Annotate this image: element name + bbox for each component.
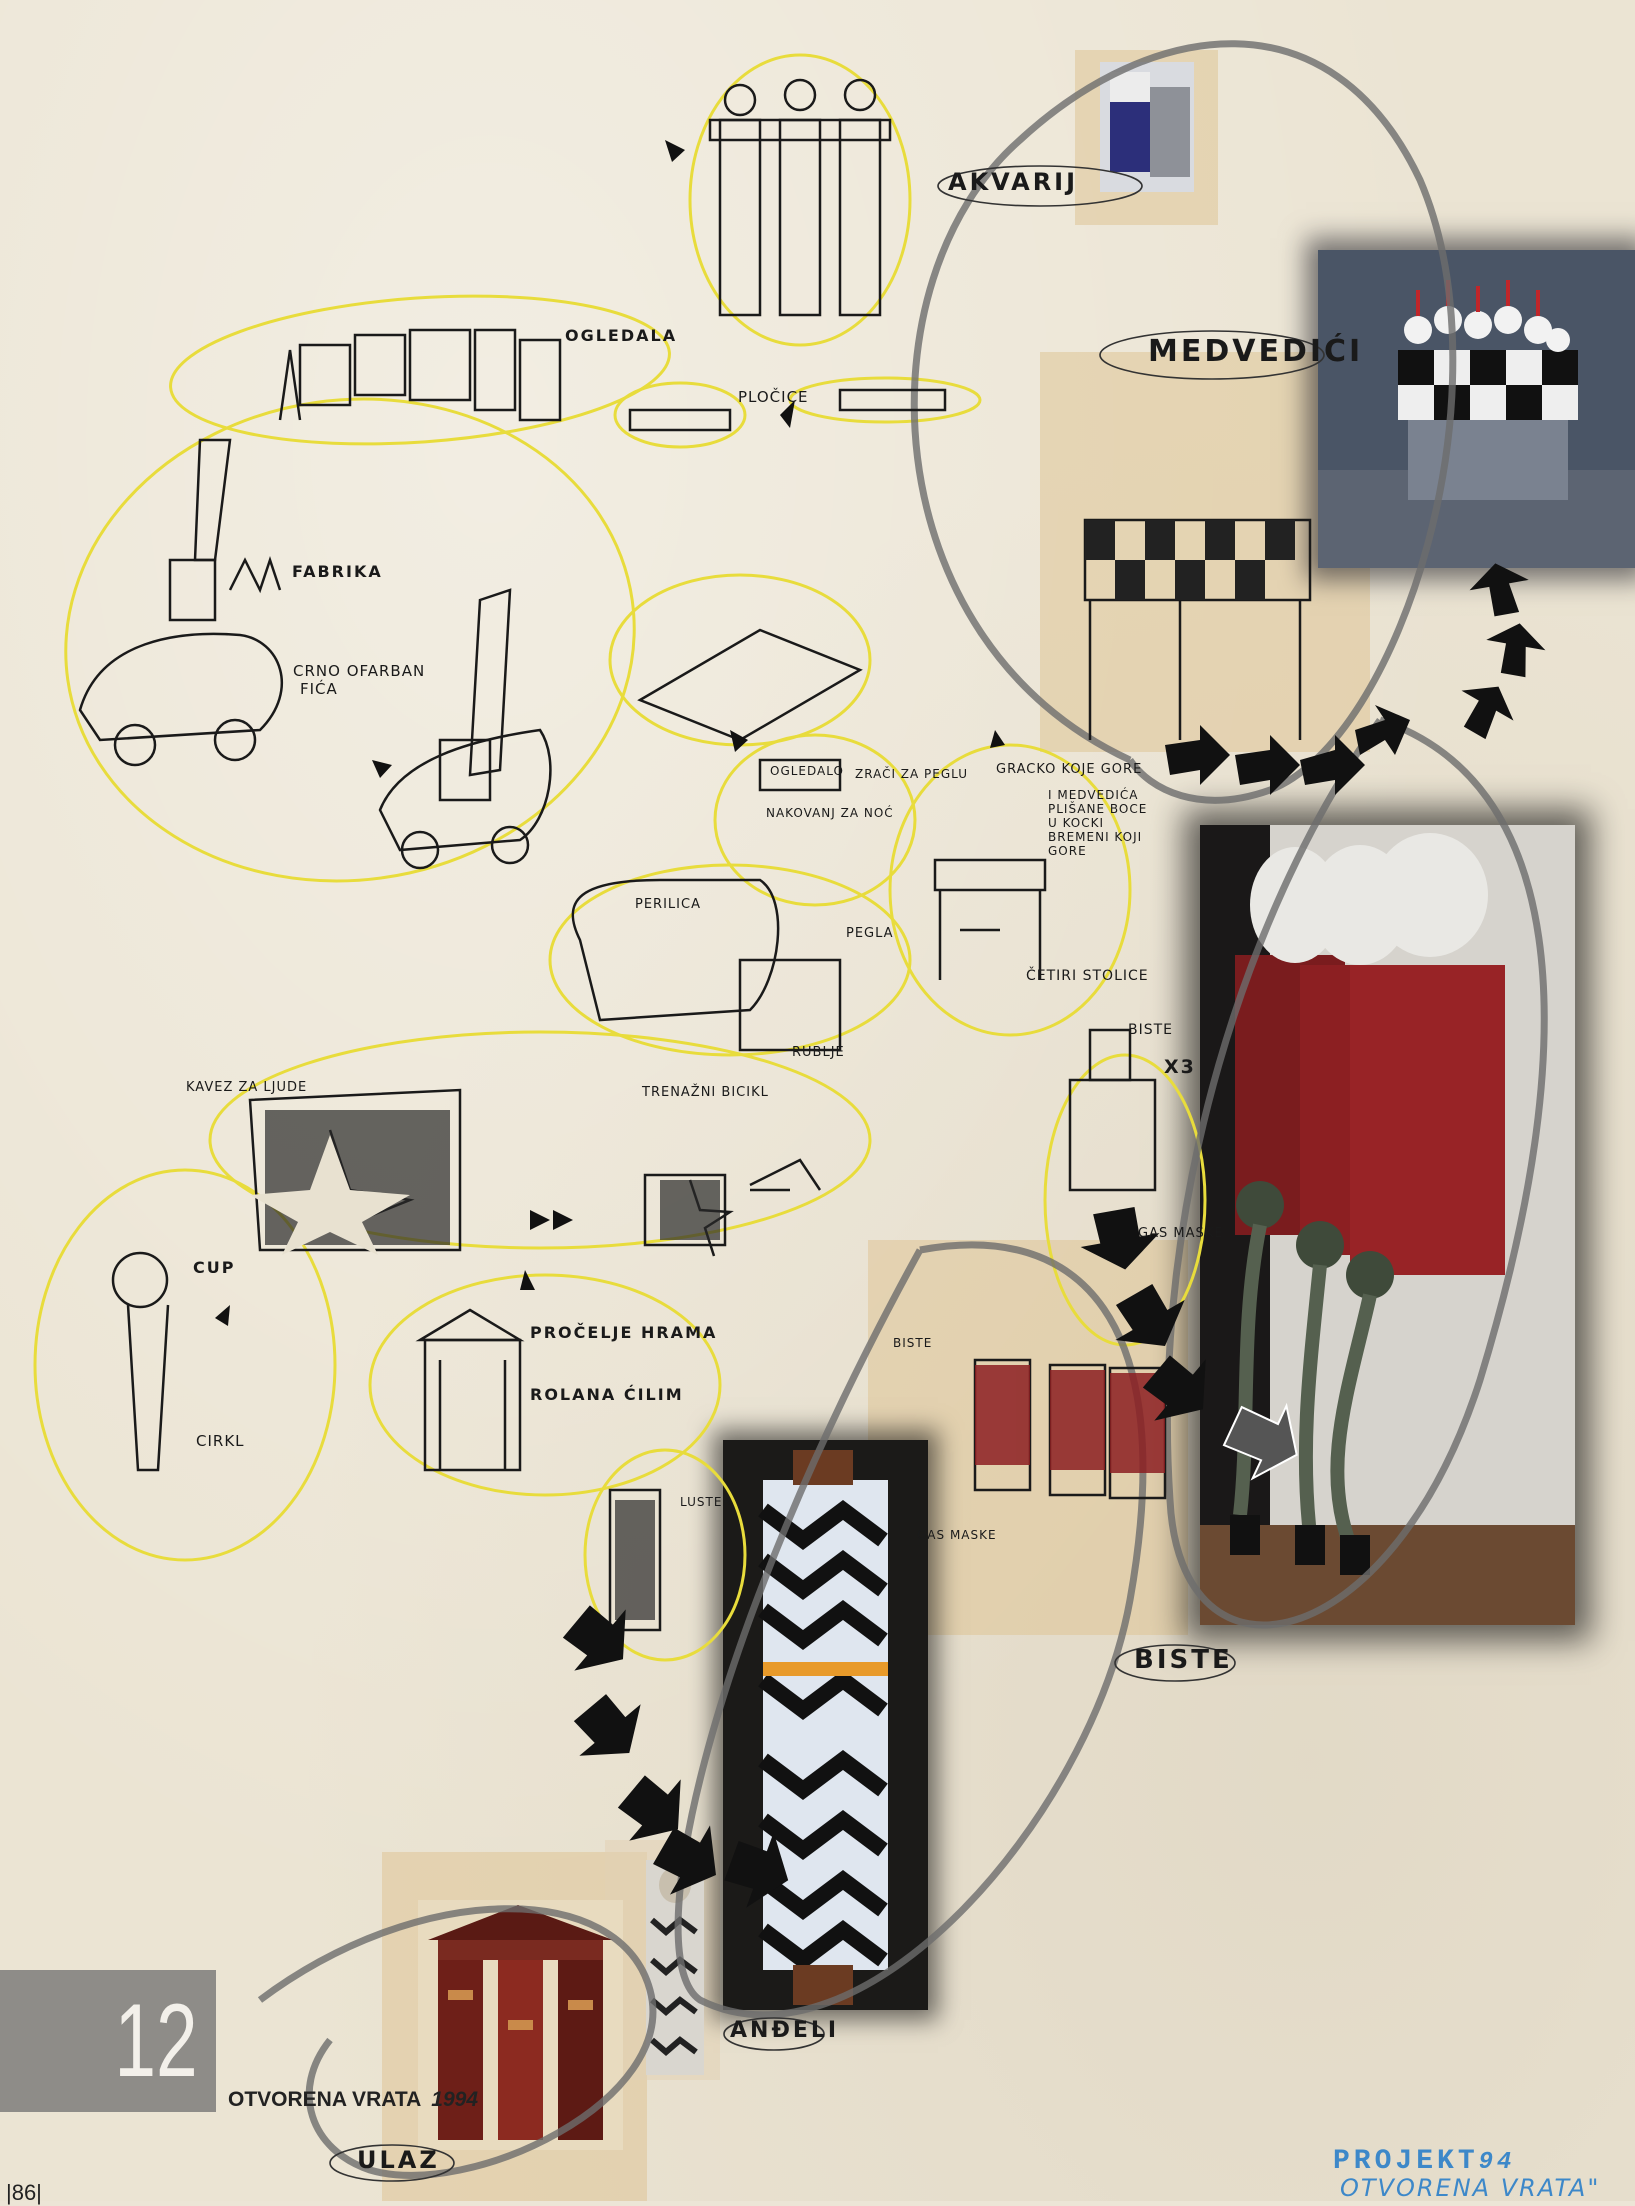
stamp-subtitle: OTVORENA VRATA" — [1340, 2174, 1601, 2202]
label-plocice: PLOČICE — [738, 388, 809, 406]
label-gas-maske: GAS MASKE — [1138, 1226, 1224, 1241]
label-ovals — [329, 165, 1325, 2182]
label-biste-bottom: BISTE — [1134, 1645, 1233, 1675]
photo-andeli — [723, 1440, 928, 2010]
chapter-number: 12 — [114, 1983, 198, 2099]
projekt-stamp: PROJEKT94 — [1333, 2146, 1515, 2177]
yellow-outlines — [33, 53, 1207, 1662]
label-x3: X3 — [1164, 1056, 1196, 1078]
label-ogledala: OGLEDALA — [565, 326, 678, 345]
label-crno-ofarban: CRNO OFARBAN — [293, 662, 426, 680]
label-fabrika: FABRIKA — [292, 562, 383, 581]
medvedici-checker — [1085, 520, 1295, 600]
star-cutouts — [250, 1135, 410, 1255]
label-fica: FIĆA — [300, 680, 338, 698]
label-biste-sketch: BISTE — [1128, 1022, 1174, 1038]
label-zraci: ZRAČI ZA PEGLU — [855, 767, 969, 781]
label-nakovanj: NAKOVANJ ZA NOĆ — [766, 806, 894, 820]
label-rolana: ROLANA ĆILIM — [530, 1385, 684, 1404]
label-trenazni: TRENAŽNI BICIKL — [642, 1085, 769, 1100]
photo-biste — [1200, 825, 1575, 1625]
biste-sketch-fill — [975, 1365, 1165, 1473]
graphite-loops — [257, 40, 1548, 2179]
label-medvedica-note: I MEDVEDIĆA PLIŠANE BOCE U KOCKI BREMENI… — [1048, 788, 1148, 858]
photo-akvarij — [1100, 62, 1194, 192]
label-biste-small: BISTE — [893, 1336, 933, 1350]
caption-title: OTVORENA VRATA — [228, 2088, 422, 2111]
page-number: |86| — [6, 2180, 42, 2205]
photo-ulaz — [418, 1900, 623, 2150]
label-perilica: PERILICA — [635, 897, 701, 912]
label-cup: CUP — [193, 1258, 236, 1277]
chapter-number-block: 12 — [0, 1970, 216, 2112]
label-rublje: RUBLJE — [792, 1045, 845, 1060]
label-procelje: PROČELJE HRAMA — [530, 1323, 718, 1342]
photo-small-column — [646, 1860, 704, 2075]
label-gas-maske-small: GAS MASKE — [917, 1528, 997, 1542]
stamp-number: 94 — [1478, 2149, 1516, 2176]
grey-arrow — [1222, 1402, 1298, 1481]
label-medvedici: MEDVEDIĆI — [1148, 334, 1364, 369]
label-cetiri-stolice: ČETIRI STOLICE — [1026, 968, 1149, 984]
caption: OTVORENA VRATA 1994 — [228, 2088, 478, 2112]
label-luster: LUSTER — [680, 1495, 732, 1509]
small-arrows — [215, 140, 1005, 1326]
label-cirkl: CIRKL — [196, 1432, 245, 1450]
label-pegla: PEGLA — [846, 926, 894, 941]
label-akvarij: AKVARIJ — [948, 168, 1079, 196]
stamp-text: PROJEKT — [1333, 2146, 1479, 2177]
photo-medvedici — [1318, 250, 1635, 568]
label-ulaz: ULAZ — [357, 2146, 440, 2174]
label-gracko: GRACKO KOJE GORE — [996, 762, 1143, 777]
label-kavez: KAVEZ ZA LJUDE — [186, 1080, 308, 1095]
label-ogledalo: OGLEDALO — [770, 764, 844, 778]
label-andeli: ANĐELI — [730, 2018, 840, 2043]
black-arrows — [562, 563, 1546, 1908]
caption-year: 1994 — [431, 2088, 478, 2111]
